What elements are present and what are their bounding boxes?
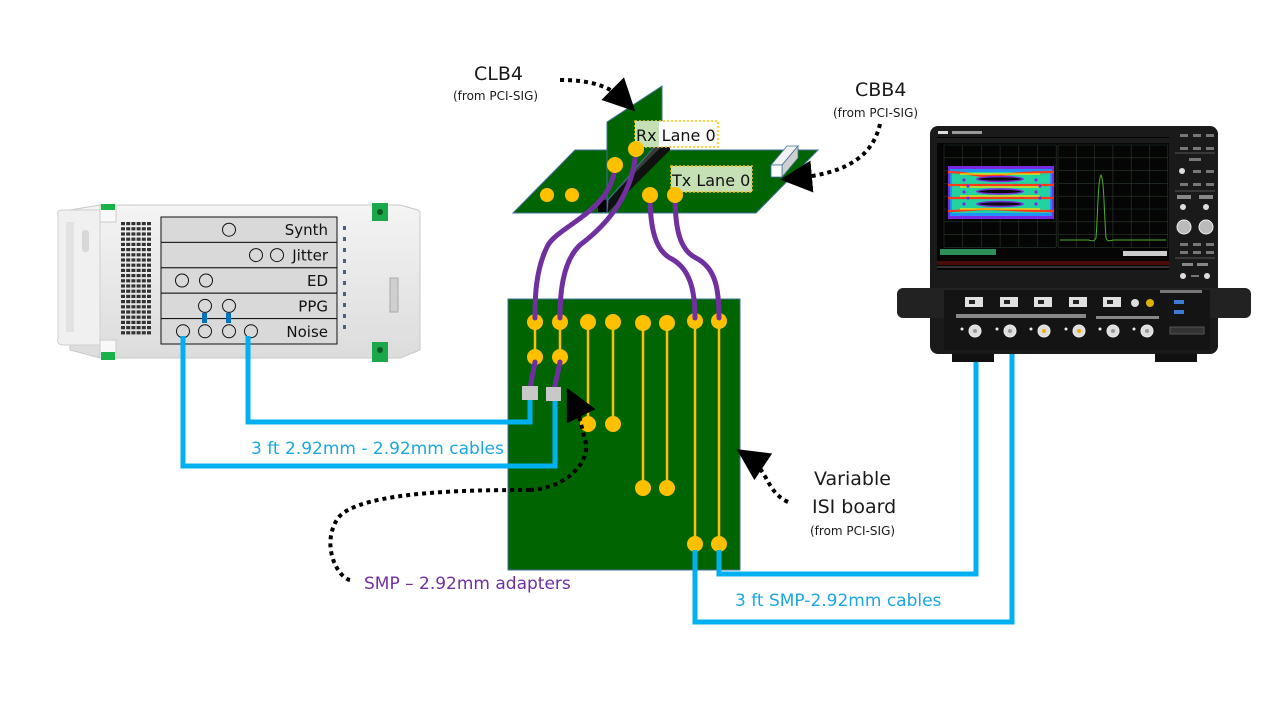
bert-clip-green [101,352,115,360]
smp-pigtail [551,359,563,393]
smp-adapter [546,387,561,401]
scope-model-badge [1160,290,1202,293]
bert-port-connector [198,298,212,313]
bert-module-label: Synth [285,221,328,239]
cbb4-title: CBB4 [855,79,906,101]
bert-module-label: Jitter [291,247,329,265]
isi-title-line1: Variable [814,468,891,490]
cable-right-label: 3 ft SMP-2.92mm cables [735,591,942,611]
ppg-noise-jumper [226,313,231,323]
isi-board [507,298,741,571]
clb4-arrow [559,77,636,112]
bert-module-ppg: PPG [160,292,338,320]
cbb4-arrow [780,123,882,193]
bert-vent-grille [121,222,151,335]
bert-port-connector [199,273,213,288]
bert-module-ed: ED [160,267,338,294]
cable-noise-to-adapter-2 [180,336,558,469]
blue-cables-left [180,336,558,469]
clb4-source: (from PCI-SIG) [453,89,538,103]
adapter-arrow [529,387,596,492]
scope-slot [1169,326,1205,335]
cable-isi-to-scope-2 [692,338,1015,625]
clb4-title: CLB4 [474,63,523,85]
smp-pigtail [527,359,538,392]
rx-lane-label: Rx Lane 0 [634,120,719,148]
bert-side-dots [343,226,346,329]
isi-traces [533,322,721,544]
oscilloscope [897,126,1251,362]
smp-adapter [522,386,538,400]
isi-arrow [736,449,789,504]
smp-cable-tx-1 [647,192,698,321]
bert-port-connector [198,324,212,339]
bert-module-label: PPG [298,297,328,315]
smp-cable-tx-2 [672,192,722,321]
bert-port-connector [175,273,189,288]
scope-inputs [956,297,1159,338]
usb-port [1174,300,1184,304]
pulse-grid [1057,144,1169,248]
bert-rear-connector [389,277,399,313]
scope-menu-bar [937,138,1169,143]
bert-port-connector [222,298,236,313]
scope-control-panel [1175,134,1215,279]
bert-port-connector [176,324,190,339]
isi-title-line2: ISI board [812,496,896,518]
tx-lane-text: Tx Lane 0 [671,171,750,190]
isi-source: (from PCI-SIG) [810,524,895,538]
cable-left-label: 3 ft 2.92mm - 2.92mm cables [251,439,504,459]
smp-cable-rx-1 [532,162,618,321]
blue-cables-right [692,338,1015,625]
scope-timebase-box [1123,251,1167,256]
isi-board-pcb [507,298,741,571]
usb-port [1174,310,1184,314]
cable-isi-to-scope-1 [716,338,979,577]
bert-port-connector [222,324,236,339]
pulse-waveform [1060,174,1166,242]
cbb4-board [511,138,820,214]
bert-port-connector [249,248,263,263]
smp-cables [527,147,722,393]
scope-measure-bar [937,261,1169,265]
annotation-arrows [328,77,882,582]
bert-handle-grip [66,222,74,332]
bert-port-connector [222,222,236,237]
ppg-noise-jumper [202,313,207,323]
bert-clip-green [101,204,115,210]
cbb4-pad [565,188,579,202]
teledyne-lecroy-logo-icon [938,131,982,134]
smp-cable-rx-2 [557,147,639,321]
cbb4-pad [540,188,554,202]
clb4-cbb4-pads [607,141,683,203]
adapters-label: SMP – 2.92mm adapters [364,574,571,594]
bert-module-synth: Synth [160,216,338,243]
cbb4-source: (from PCI-SIG) [833,106,918,120]
cbb4-board-pcb [511,149,820,214]
bert-port-connector [244,324,258,339]
bert-port-connector [270,248,284,263]
scope-param-table [940,249,996,255]
bert-handle [57,209,101,346]
bert-module-label: Noise [286,323,328,341]
tx-lane-label: Tx Lane 0 [670,165,753,193]
adapter-arrow-tail [328,488,531,582]
cable-noise-to-adapter-1 [245,336,533,425]
bert-module-label: ED [307,272,328,290]
rx-lane-text: Rx Lane 0 [636,126,716,145]
bert-knob [82,230,89,252]
eye-diagram [947,166,1055,219]
